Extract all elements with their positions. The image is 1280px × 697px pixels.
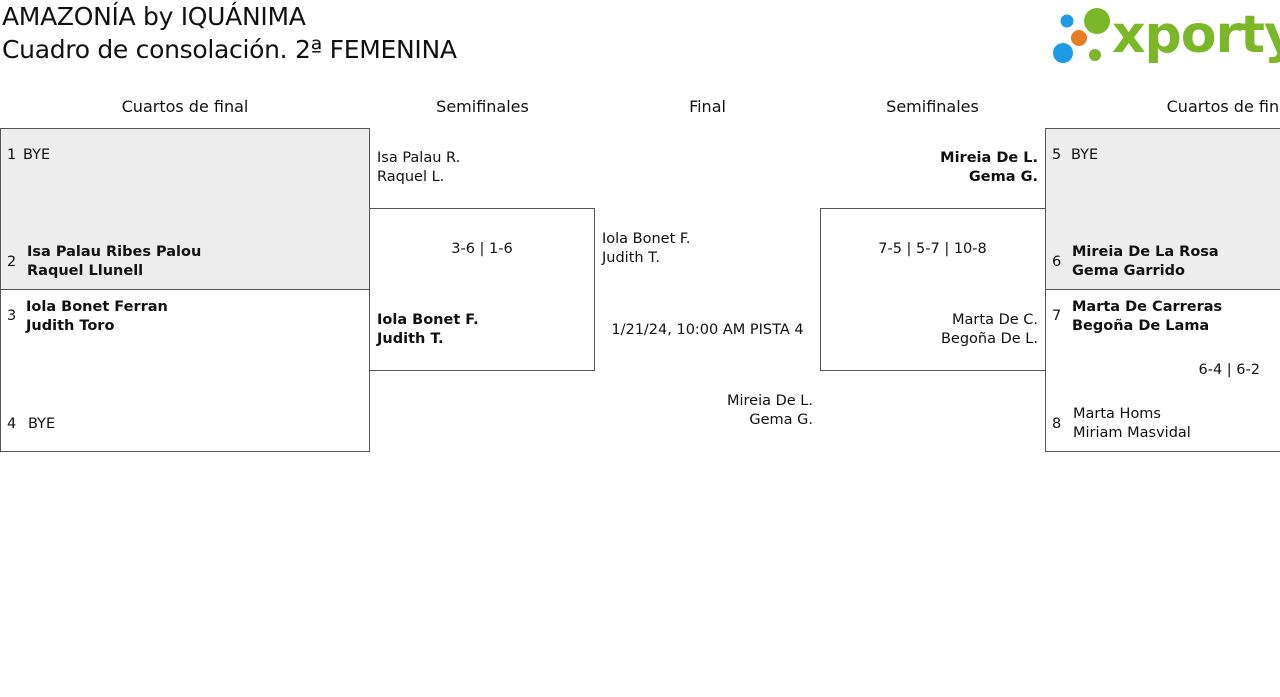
header-final: Final [689, 97, 726, 116]
seed-number: 5 [1052, 147, 1062, 163]
player-name: Judith Toro [26, 318, 115, 334]
header-quarterfinals-right: Cuartos de final [1166, 97, 1280, 116]
match-score: 3-6 | 1-6 [451, 241, 513, 257]
player-name: Mireia De L. [726, 393, 813, 409]
xporty-logo[interactable]: xporty [1050, 2, 1280, 68]
seed-number: 3 [7, 308, 17, 324]
player-name: Judith T. [602, 250, 660, 266]
player-name: Isa Palau R. [377, 150, 461, 166]
draw-subtitle: Cuadro de consolación. 2ª FEMENINA [2, 35, 457, 64]
player-name: Iola Bonet F. [602, 231, 691, 247]
seed-number: 2 [7, 254, 17, 270]
header-quarterfinals-left: Cuartos de final [121, 97, 249, 116]
player-name: Mireia De La Rosa [1072, 244, 1219, 260]
player-name: Iola Bonet Ferran [26, 299, 168, 315]
logo-dots-icon [1053, 8, 1110, 63]
player-name: Mireia De L. [940, 150, 1038, 166]
player-name: Judith T. [377, 331, 444, 347]
match-score: 7-5 | 5-7 | 10-8 [878, 241, 987, 257]
player-name: Isa Palau Ribes Palou [27, 244, 202, 260]
player-name: Gema Garrido [1072, 263, 1185, 279]
player-name: BYE [23, 147, 51, 163]
final-schedule: 1/21/24, 10:00 AM PISTA 4 [611, 322, 804, 338]
player-name: Marta Homs [1073, 406, 1161, 422]
player-name: Iola Bonet F. [377, 312, 479, 328]
seed-number: 8 [1052, 416, 1062, 432]
header-semifinals-left: Semifinales [436, 97, 529, 116]
tournament-title: AMAZONÍA by IQUÁNIMA [2, 2, 306, 31]
player-name: Miriam Masvidal [1073, 425, 1191, 441]
seed-number: 7 [1052, 308, 1062, 324]
player-name: Begoña De L. [940, 331, 1038, 347]
match-score: 6-4 | 6-2 [1198, 362, 1260, 378]
qf-match-left-1 [0, 128, 370, 290]
seed-number: 1 [7, 147, 17, 163]
player-name: Marta De Carreras [1072, 299, 1223, 315]
seed-number: 6 [1052, 254, 1062, 270]
player-name: BYE [28, 416, 56, 432]
qf-match-right-2 [1045, 289, 1280, 452]
player-name: Gema G. [968, 169, 1038, 185]
player-name: Begoña De Lama [1072, 318, 1210, 334]
player-name: Raquel Llunell [27, 263, 144, 279]
logo-wordmark: xporty [1112, 5, 1280, 65]
header-semifinals-right: Semifinales [886, 97, 979, 116]
sf-match-left [369, 208, 595, 371]
seed-number: 4 [7, 416, 17, 432]
player-name: Raquel L. [377, 169, 445, 185]
player-name: BYE [1071, 147, 1099, 163]
player-name: Gema G. [749, 412, 813, 428]
player-name: Marta De C. [952, 312, 1038, 328]
